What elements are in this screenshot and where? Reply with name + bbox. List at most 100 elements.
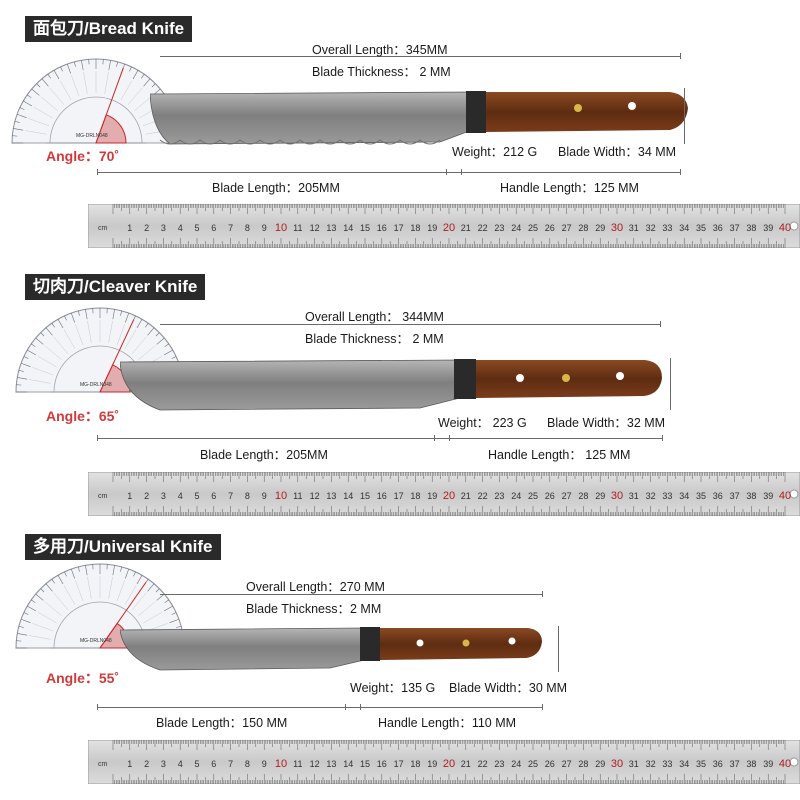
handle-length-label: Handle Length：125 MM: [500, 181, 639, 195]
ruler-number: 24: [511, 223, 521, 233]
protractor-inner-arc: [53, 601, 147, 649]
knife-image: [120, 359, 662, 411]
ruler-number: 23: [494, 759, 504, 769]
ruler-number: 26: [545, 759, 555, 769]
ruler-number: 17: [394, 491, 404, 501]
ruler-number: 27: [562, 759, 572, 769]
ruler-number: 7: [228, 223, 233, 233]
weight-label: Weight：135 G: [350, 681, 436, 695]
length-tick-mid: [446, 169, 447, 175]
blade-width-label: Blade Width：30 MM: [449, 681, 568, 695]
angle-ray: [95, 67, 124, 144]
ruler-number: 6: [211, 223, 216, 233]
overall-length-label: Overall Length：345MM: [312, 43, 448, 57]
ruler-number: 16: [377, 491, 387, 501]
ruler-number: 38: [746, 491, 756, 501]
ruler-number: 31: [629, 759, 639, 769]
ruler-number: 30: [611, 490, 623, 502]
ruler-number: 22: [478, 223, 488, 233]
ruler-number: 39: [763, 759, 773, 769]
length-line: [97, 172, 680, 173]
overall-length-tick: [542, 591, 543, 597]
ruler-number: 7: [228, 759, 233, 769]
ruler-number: 10: [275, 222, 287, 234]
ruler-number: 15: [360, 491, 370, 501]
weight-label: Weight：212 G: [452, 145, 538, 159]
ruler-body: [88, 472, 800, 516]
angle-wedge: [95, 114, 127, 144]
ruler-number: 11: [293, 491, 302, 501]
protractor-inner-arc: [49, 96, 143, 144]
ruler-number: 23: [494, 223, 504, 233]
protractor-image: MG-DRLN048: [15, 563, 185, 649]
ruler-number: 20: [443, 490, 455, 502]
length-tick-mid: [434, 435, 435, 441]
handle-length-label: Handle Length： 125 MM: [488, 448, 631, 462]
ruler-number: 5: [194, 759, 199, 769]
ruler-number: 11: [293, 223, 302, 233]
ruler-number: 33: [662, 491, 672, 501]
ruler-number: 40: [779, 490, 791, 502]
protractor-body: [15, 563, 185, 649]
ruler-number: 6: [211, 759, 216, 769]
ruler-number: 12: [310, 491, 320, 501]
ruler-unit: cm: [98, 493, 108, 500]
ruler-number: 17: [394, 223, 404, 233]
blade-thickness-label: Blade Thickness：2 MM: [246, 602, 382, 616]
ruler-number: 23: [494, 491, 504, 501]
ruler-number: 18: [410, 759, 420, 769]
ruler-number: 12: [310, 759, 320, 769]
ruler-hole: [789, 489, 799, 499]
ruler-number: 8: [245, 223, 250, 233]
ruler-number: 18: [410, 223, 420, 233]
length-line: [97, 438, 663, 439]
protractor-brand: MG-DRLN048: [80, 638, 112, 644]
ruler-number: 28: [578, 759, 588, 769]
ruler-number: 36: [713, 759, 723, 769]
ruler-number: 11: [293, 759, 302, 769]
ruler-number: 28: [578, 491, 588, 501]
protractor-brand: MG-DRLN048: [76, 133, 108, 139]
panel-title: 切肉刀/Cleaver Knife: [25, 274, 206, 300]
blade-length-label: Blade Length：150 MM: [156, 716, 288, 730]
ruler-number: 25: [528, 491, 538, 501]
angle-label: Angle：65˚: [46, 408, 120, 424]
ruler-number: 16: [377, 759, 387, 769]
length-tick-right: [680, 169, 681, 175]
ruler-number: 24: [511, 759, 521, 769]
ruler-number: 13: [326, 759, 336, 769]
panel-bread-knife: 面包刀/Bread Knife MG-DRLN048 Overall Lengt…: [0, 0, 800, 266]
ruler-unit: cm: [98, 225, 108, 232]
ruler-unit: cm: [98, 761, 108, 768]
overall-length-line: [160, 56, 680, 57]
panel-universal-knife: 多用刀/Universal Knife MG-DRLN048 Overall L…: [0, 532, 800, 798]
ruler-number: 29: [595, 491, 605, 501]
ruler-number: 15: [360, 759, 370, 769]
ruler-number: 34: [679, 223, 689, 233]
ruler-body: [88, 204, 800, 248]
ruler-number: 27: [562, 223, 572, 233]
ruler-number: 32: [646, 223, 656, 233]
overall-length-tick: [680, 53, 681, 59]
ruler-number: 8: [245, 759, 250, 769]
ruler-ticks: [112, 472, 786, 516]
panel-title: 面包刀/Bread Knife: [25, 16, 193, 42]
ruler-number: 4: [178, 759, 183, 769]
ruler-number: 31: [629, 223, 639, 233]
ruler-number: 35: [696, 491, 706, 501]
length-tick-mid2: [360, 704, 361, 710]
ruler-number: 3: [161, 223, 166, 233]
ruler-number: 30: [611, 222, 623, 234]
ruler-number: 38: [746, 759, 756, 769]
blade-width-line: [684, 88, 685, 144]
blade-thickness-label: Blade Thickness： 2 MM: [312, 65, 451, 79]
ruler-number: 36: [713, 491, 723, 501]
ruler-number: 2: [144, 759, 149, 769]
protractor-ticks: [16, 564, 184, 649]
length-tick-mid: [345, 704, 346, 710]
ruler-number: 2: [144, 223, 149, 233]
ruler-number: 39: [763, 223, 773, 233]
ruler-number: 15: [360, 223, 370, 233]
ruler-number: 22: [478, 491, 488, 501]
